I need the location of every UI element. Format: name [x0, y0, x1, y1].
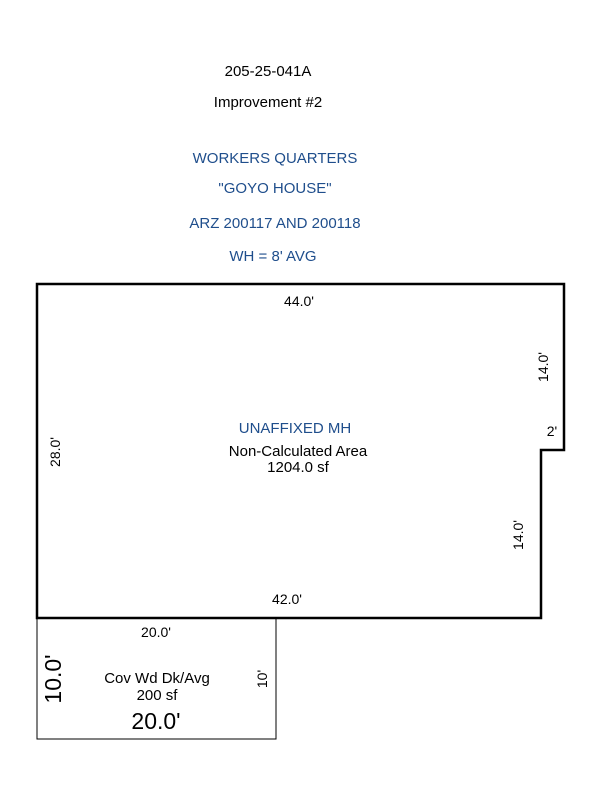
- deck-area-size: 200 sf: [137, 687, 179, 704]
- permit-reference: ARZ 200117 AND 200118: [189, 215, 360, 232]
- main-area-type: Non-Calculated Area: [229, 443, 368, 460]
- main-dim-bottom: 42.0': [272, 591, 302, 607]
- deck-dim-top: 20.0': [141, 624, 171, 640]
- deck-dim-left: 10.0': [40, 654, 66, 703]
- parcel-number: 205-25-041A: [225, 63, 312, 80]
- structure-alias: "GOYO HOUSE": [218, 180, 331, 197]
- structure-name: WORKERS QUARTERS: [193, 150, 358, 167]
- main-dim-left: 28.0': [47, 437, 63, 467]
- main-dim-top: 44.0': [284, 293, 314, 309]
- main-dim-step: 2': [547, 423, 557, 439]
- wall-height: WH = 8' AVG: [229, 248, 316, 265]
- main-area-label: UNAFFIXED MH: [239, 420, 352, 437]
- deck-dim-right: 10': [254, 670, 270, 688]
- main-dim-right-lower: 14.0': [510, 520, 526, 550]
- deck-area-label: Cov Wd Dk/Avg: [104, 670, 210, 687]
- main-dim-right-upper: 14.0': [535, 352, 551, 382]
- deck-dim-bottom: 20.0': [131, 708, 180, 734]
- improvement-label: Improvement #2: [214, 94, 322, 111]
- deck-area-outline: [36, 617, 277, 740]
- main-area-size: 1204.0 sf: [267, 459, 330, 476]
